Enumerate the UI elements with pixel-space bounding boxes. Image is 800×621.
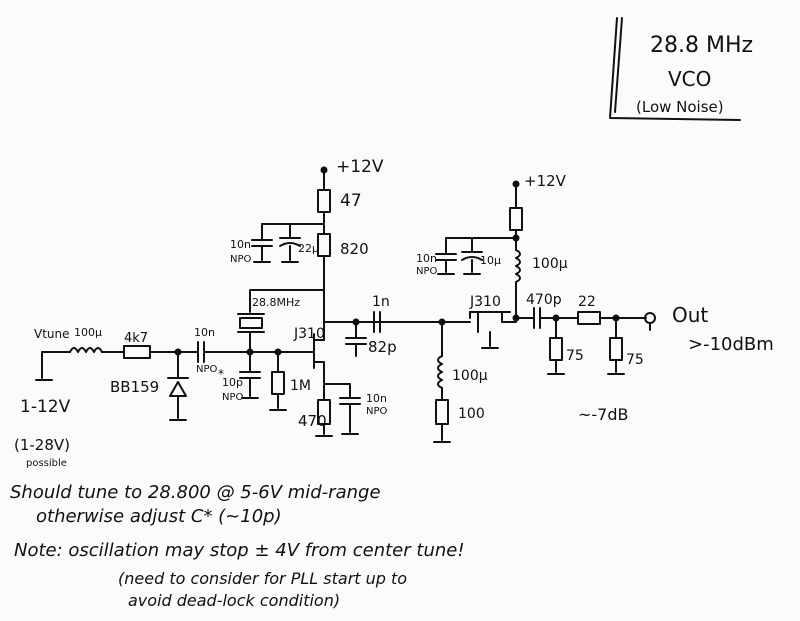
resistor-100-label: 100 xyxy=(458,406,485,422)
resistor-470-label: 470 xyxy=(298,412,327,430)
cap-10p-label: 10p xyxy=(222,376,243,389)
note-3: Note: oscillation may stop ± 4V from cen… xyxy=(14,540,465,561)
cap-10u-label: 10μ xyxy=(480,254,501,267)
range-main: 1-12V xyxy=(20,397,71,417)
crystal-label: 28.8MHz xyxy=(252,296,300,309)
range-labels: 1-12V (1-28V) possible xyxy=(14,397,71,469)
resistor-820 xyxy=(317,233,331,257)
out-level-label: >-10dBm xyxy=(688,334,774,355)
note-5: avoid dead-lock condition) xyxy=(128,591,340,610)
cap-1n-label: 1n xyxy=(372,294,390,310)
source-network: 470 10n NPO xyxy=(298,383,388,437)
middle-shunt: 100μ 100 xyxy=(433,318,488,443)
resistor-22-label: 22 xyxy=(578,294,596,310)
cap-82p-label: 82p xyxy=(368,338,397,356)
supply-right: +12V 10n NPO 10μ 100μ xyxy=(416,172,568,323)
resistor-4k7-label: 4k7 xyxy=(124,331,148,346)
inductor-100u-c-label: 100μ xyxy=(532,256,568,272)
crystal: 28.8MHz xyxy=(237,289,325,353)
resistor-1m: 1M xyxy=(269,351,311,411)
supply-left-label: +12V xyxy=(336,157,384,177)
npo-d-label: NPO xyxy=(366,406,388,417)
cap-10n-c-label: 10n xyxy=(366,392,387,405)
resistor-4k7 xyxy=(123,345,151,359)
resistor-22 xyxy=(577,311,601,325)
cap-star-label: * xyxy=(218,367,224,381)
title-block: 28.8 MHz VCO (Low Noise) xyxy=(609,17,753,121)
note-2: otherwise adjust C* (~10p) xyxy=(36,506,282,527)
resistor-75a-label: 75 xyxy=(566,348,584,364)
out-label: Out xyxy=(672,303,708,327)
resistor-1m-label: 1M xyxy=(290,378,311,394)
resistor-100 xyxy=(435,399,449,425)
cap-82p: 82p xyxy=(345,321,397,357)
npo-c-label: NPO xyxy=(222,392,244,403)
resistor-47-label: 47 xyxy=(340,191,362,211)
supply-left: +12V 47 820 10n NPO 22μ xyxy=(230,157,384,341)
resistor-75b-label: 75 xyxy=(626,352,644,368)
inductor-100u-a-label: 100μ xyxy=(74,326,102,339)
atten-label: ~-7dB xyxy=(578,405,629,424)
diode-label: BB159 xyxy=(110,378,159,396)
note-4: (need to consider for PLL start up to xyxy=(118,569,407,588)
cap-10p: 10p * NPO xyxy=(218,351,261,403)
range-alt2: possible xyxy=(26,458,67,469)
resistor-47 xyxy=(317,189,331,213)
title-line3: (Low Noise) xyxy=(636,98,724,116)
jfet-2-label: J310 xyxy=(469,294,501,310)
resistor-75a xyxy=(549,337,563,361)
resistor-75b xyxy=(609,337,623,361)
title-line1: 28.8 MHz xyxy=(650,33,753,58)
npo-a-label: NPO xyxy=(230,254,252,265)
cap-10n-a-label: 10n xyxy=(230,238,251,251)
notes: Should tune to 28.800 @ 5-6V mid-range o… xyxy=(10,482,465,610)
supply-right-label: +12V xyxy=(524,172,567,190)
note-1: Should tune to 28.800 @ 5-6V mid-range xyxy=(10,482,381,503)
tuning-input: Vtune 100μ 4k7 10n NPO BB159 xyxy=(34,326,295,421)
jfet-2: J310 xyxy=(441,294,517,349)
title-line2: VCO xyxy=(668,67,711,91)
cap-22u-label: 22μ xyxy=(298,242,319,255)
npo-b-label: NPO xyxy=(196,364,218,375)
resistor-820-label: 820 xyxy=(340,240,369,258)
inductor-100u-b-label: 100μ xyxy=(452,368,488,384)
range-alt: (1-28V) xyxy=(14,436,70,454)
vtune-label: Vtune xyxy=(34,327,70,341)
jfet-1: J310 xyxy=(293,326,325,385)
output-chain: 470p 22 75 75 Out >-10dBm ~-7dB xyxy=(512,292,774,424)
cap-10n-d-label: 10n xyxy=(416,252,437,265)
cap-470p-label: 470p xyxy=(526,292,562,308)
jfet-1-label: J310 xyxy=(293,326,325,342)
cap-10n-b-label: 10n xyxy=(194,326,215,339)
npo-e-label: NPO xyxy=(416,266,438,277)
